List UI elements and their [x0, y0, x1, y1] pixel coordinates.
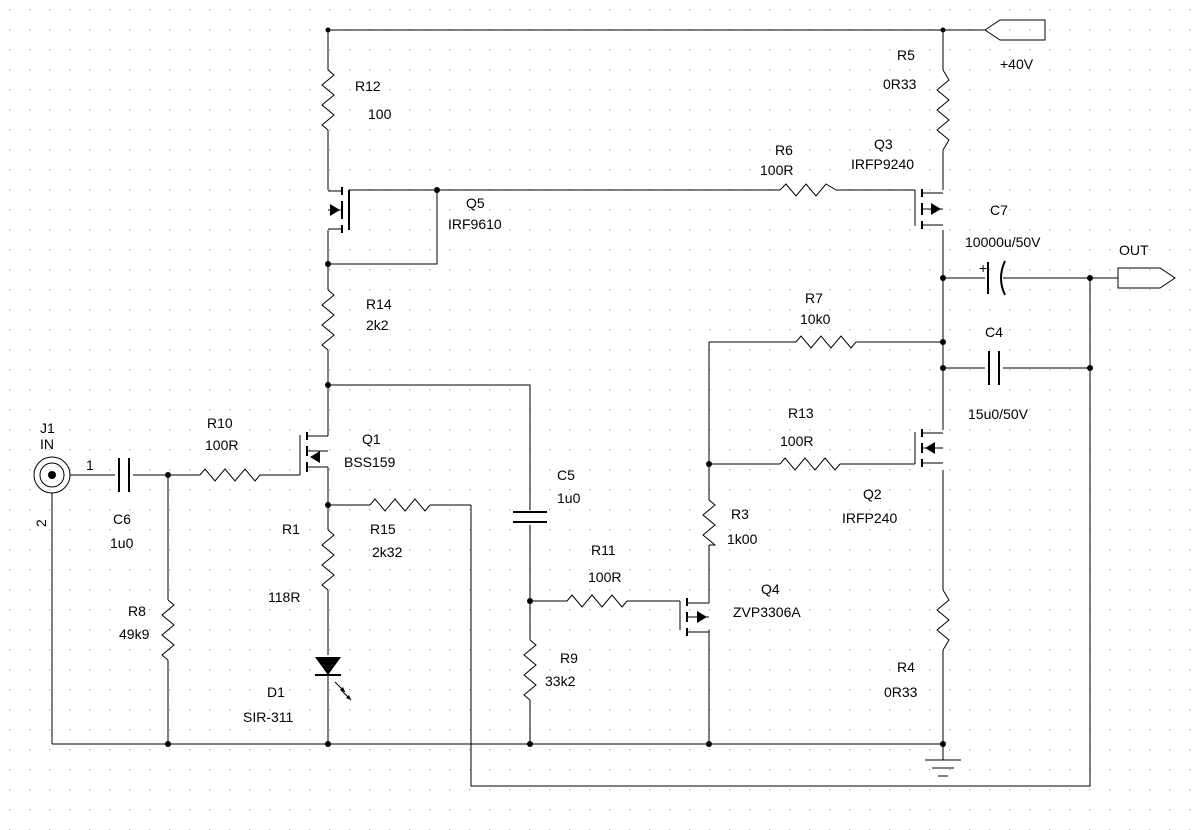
output-label: OUT [1119, 242, 1149, 258]
junction-dots [165, 27, 1093, 747]
r10-ref: R10 [207, 415, 233, 431]
output-port: OUT [1117, 242, 1176, 289]
resistor-r12: R12 100 [321, 69, 392, 131]
c7-value: 10000u/50V [965, 234, 1041, 250]
led-d1: D1 SIR-311 [243, 657, 352, 725]
q3-ref: Q3 [874, 136, 893, 152]
c6-value: 1u0 [110, 535, 134, 551]
r1-value: 118R [268, 589, 300, 605]
r1-ref: R1 [282, 521, 300, 537]
resistor-r10: R10 100R [199, 415, 261, 482]
c5-ref: C5 [557, 467, 575, 483]
resistor-r11: R11 100R [566, 542, 628, 608]
q5-value: IRF9610 [448, 216, 502, 232]
r5-value: 0R33 [883, 76, 917, 92]
r13-ref: R13 [788, 405, 814, 421]
wires [51, 29, 1118, 787]
r7-ref: R7 [805, 290, 823, 306]
j1-pin2-label: 2 [33, 519, 49, 527]
c7-polarity: + [979, 260, 987, 276]
r11-value: 100R [588, 569, 621, 585]
c5-value: 1u0 [557, 490, 581, 506]
r12-ref: R12 [355, 78, 381, 94]
q4-ref: Q4 [761, 581, 780, 597]
r6-ref: R6 [775, 142, 793, 158]
r12-value: 100 [368, 106, 392, 122]
r5-ref: R5 [897, 47, 915, 63]
q1-ref: Q1 [362, 431, 381, 447]
resistor-r3: R3 1k00 [702, 499, 758, 547]
supply-port: +40V [984, 19, 1046, 72]
ground-icon [925, 759, 961, 777]
j1-pin1-label: 1 [86, 457, 94, 473]
r15-value: 2k32 [372, 544, 403, 560]
q3-value: IRFP9240 [851, 156, 914, 172]
resistor-r13: R13 100R [779, 405, 841, 471]
resistor-r9: R9 33k2 [523, 639, 578, 701]
r11-ref: R11 [591, 542, 616, 558]
c4-ref: C4 [985, 324, 1003, 340]
c6-ref: C6 [113, 511, 131, 527]
d1-ref: D1 [267, 684, 285, 700]
q1-value: BSS159 [344, 454, 396, 470]
resistor-r1: R1 118R [268, 521, 335, 605]
connector-j1: J1 IN 1 2 [33, 420, 94, 527]
mosfet-q5: Q5 IRF9610 [328, 187, 502, 233]
r14-value: 2k2 [366, 317, 389, 333]
resistor-r5: R5 0R33 [883, 47, 950, 151]
capacitor-c7: + C7 10000u/50V [965, 202, 1041, 296]
r10-value: 100R [205, 437, 238, 453]
r15-ref: R15 [370, 521, 396, 537]
r9-ref: R9 [560, 650, 578, 666]
mosfet-q1: Q1 BSS159 [299, 430, 396, 475]
r8-value: 49k9 [119, 626, 150, 642]
capacitor-c4: C4 15u0/50V [968, 324, 1029, 422]
mosfet-q2: Q2 IRFP240 [842, 429, 943, 526]
mosfet-q3: Q3 IRFP9240 [851, 136, 943, 229]
c7-ref: C7 [990, 202, 1008, 218]
r4-value: 0R33 [884, 684, 918, 700]
q2-value: IRFP240 [842, 510, 897, 526]
capacitor-c6: C6 1u0 [110, 458, 134, 551]
mosfet-q4: Q4 ZVP3306A [679, 581, 801, 636]
r13-value: 100R [780, 433, 813, 449]
r3-value: 1k00 [727, 531, 758, 547]
q2-ref: Q2 [863, 486, 882, 502]
resistor-r14: R14 2k2 [321, 289, 392, 351]
resistor-r6: R6 100R [760, 142, 837, 197]
j1-value: IN [40, 436, 54, 452]
q4-value: ZVP3306A [733, 604, 801, 620]
r8-ref: R8 [128, 603, 146, 619]
q5-ref: Q5 [466, 195, 485, 211]
r7-value: 10k0 [800, 311, 831, 327]
r3-ref: R3 [731, 506, 749, 522]
supply-label: +40V [1000, 56, 1034, 72]
j1-ref: J1 [40, 420, 55, 436]
r14-ref: R14 [366, 296, 392, 312]
r4-ref: R4 [897, 659, 915, 675]
c4-value: 15u0/50V [968, 406, 1029, 422]
d1-value: SIR-311 [243, 709, 294, 725]
r9-value: 33k2 [545, 673, 576, 689]
capacitor-c5: C5 1u0 [513, 467, 581, 523]
resistor-r8: R8 49k9 [119, 599, 175, 661]
r6-value: 100R [760, 162, 793, 178]
resistor-r7: R7 10k0 [795, 290, 857, 349]
resistor-r15: R15 2k32 [369, 498, 431, 560]
resistor-r4: R4 0R33 [884, 589, 950, 700]
